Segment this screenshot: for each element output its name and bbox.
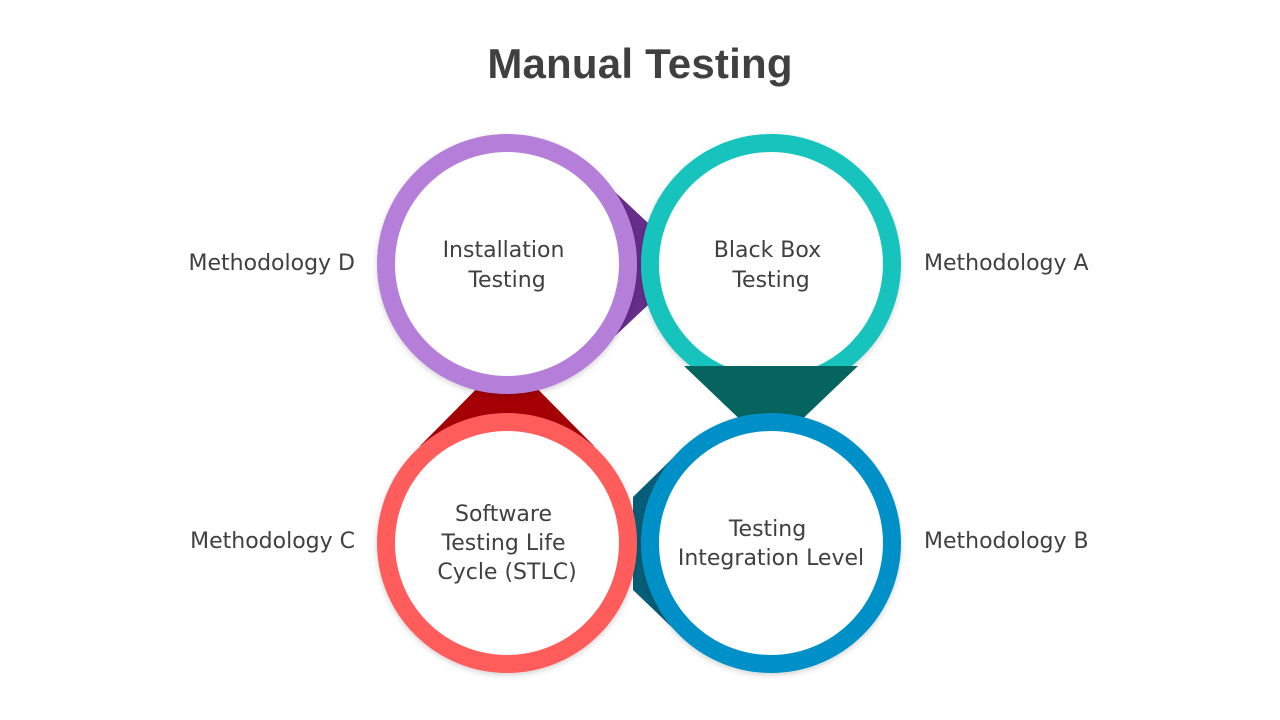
ring-b-text: Testing Integration Level <box>678 517 864 571</box>
page-title: Manual Testing <box>487 40 793 87</box>
ring-c-text: Software Testing Life Cycle (STLC) <box>437 502 576 585</box>
ring-testing-integration-level: Testing Integration Level <box>641 413 901 673</box>
methodology-b-label: Methodology B <box>924 529 1089 554</box>
pointer-wedge-a <box>684 366 858 449</box>
methodology-a-label: Methodology A <box>924 251 1089 276</box>
ring-installation-testing: Installation Testing <box>377 134 637 394</box>
ring-black-box-testing: Black Box Testing <box>641 134 901 394</box>
ring-a-text: Black Box Testing <box>714 238 828 293</box>
methodology-c-label: Methodology C <box>190 529 355 554</box>
methodology-d-label: Methodology D <box>188 251 355 276</box>
ring-d-text: Installation Testing <box>443 238 572 293</box>
ring-software-testing-life-cycle: Software Testing Life Cycle (STLC) <box>377 413 637 673</box>
